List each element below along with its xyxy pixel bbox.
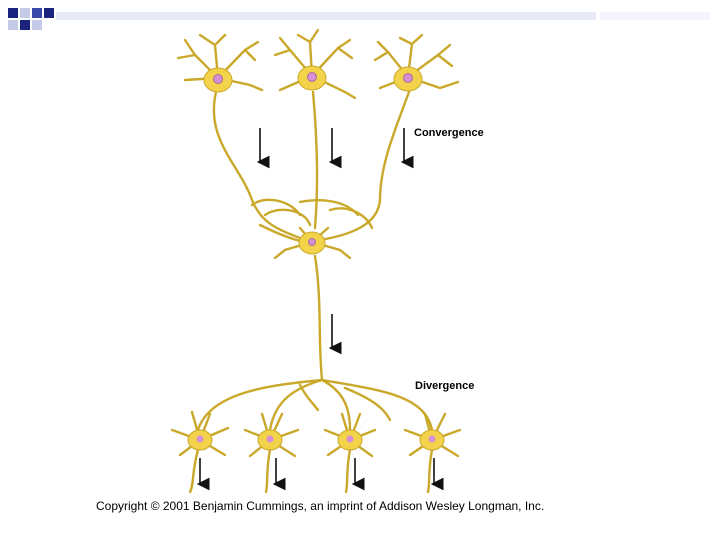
copyright-notice: Copyright © 2001 Benjamin Cummings, an i… — [96, 499, 544, 513]
neuron-processes — [172, 30, 460, 492]
divergence-label: Divergence — [415, 380, 474, 392]
convergence-label: Convergence — [414, 127, 484, 139]
